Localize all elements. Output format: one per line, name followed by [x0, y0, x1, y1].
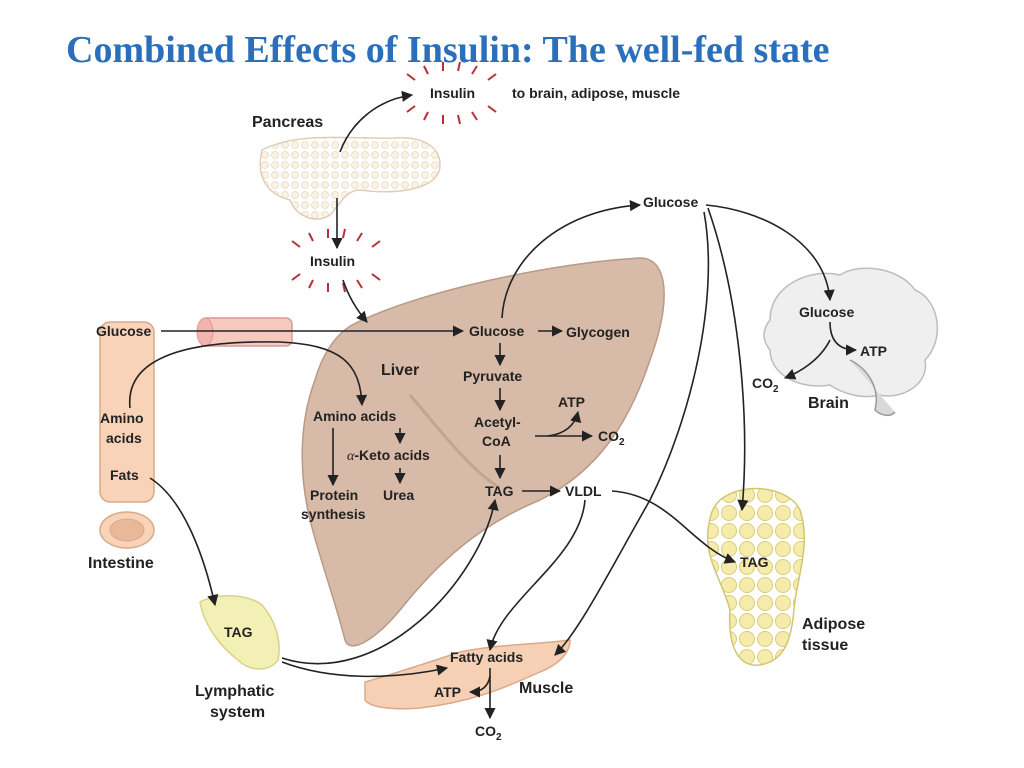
arrow-acetylcoa-to-atp [547, 410, 582, 437]
liver-crease [408, 394, 501, 490]
pancreas-shape [259, 136, 441, 220]
label-glucose-blood: Glucose [643, 194, 698, 210]
arrow-glucose-to-adipose [707, 207, 749, 512]
insulin-burst-mid [291, 228, 381, 293]
label-synthesis: synthesis [301, 506, 366, 522]
arrow-vldl-to-muscle [486, 499, 586, 652]
arrow-liver-glucose-to-blood [501, 200, 642, 319]
adipose-shape [706, 487, 806, 666]
label-protein: Protein [310, 487, 358, 503]
label-tag-lymph: TAG [224, 624, 253, 640]
arrow-amino-acids-to-liver [128, 341, 368, 409]
label-co2-brain: CO2 [752, 375, 779, 395]
label-lymphatic: Lymphatic [195, 683, 275, 700]
label-amino-acids-liver: Amino acids [313, 408, 396, 424]
label-pancreas: Pancreas [252, 114, 323, 131]
label-atp-liver: ATP [558, 394, 585, 410]
pathway-arrows [128, 90, 858, 720]
brain-shape [763, 267, 939, 398]
label-tag-adipose: TAG [740, 554, 769, 570]
label-intestine: Intestine [88, 555, 154, 572]
label-acetyl: Acetyl- [474, 414, 521, 430]
label-insulin-top: Insulin [430, 85, 475, 101]
label-amino-intestine: Amino [100, 410, 144, 426]
arrow-brain-glucose-to-atp [829, 321, 858, 356]
label-coa: CoA [482, 433, 511, 449]
insulin-burst-top [406, 61, 497, 125]
label-pyruvate: Pyruvate [463, 368, 522, 384]
label-muscle: Muscle [519, 680, 573, 697]
label-system: system [210, 704, 265, 721]
label-to-targets: to brain, adipose, muscle [512, 85, 680, 101]
label-insulin-mid: Insulin [310, 253, 355, 269]
label-keto-acids: α-Keto acids [347, 447, 430, 464]
page-title: Combined Effects of Insulin: The well-fe… [66, 29, 830, 71]
muscle-shape [364, 639, 571, 710]
arrow-insulin-to-liver [342, 279, 368, 323]
label-glycogen: Glycogen [566, 324, 630, 340]
label-atp-brain: ATP [860, 343, 887, 359]
label-co2-liver: CO2 [598, 428, 625, 448]
label-tissue: tissue [802, 637, 848, 654]
label-atp-muscle: ATP [434, 684, 461, 700]
label-tag-liver: TAG [485, 483, 514, 499]
liver-shape [301, 257, 665, 647]
brain-stem [849, 359, 896, 417]
label-glucose-intestine: Glucose [96, 323, 151, 339]
arrow-vldl-to-adipose [611, 490, 737, 564]
intestine-branch-end [196, 317, 214, 347]
label-brain: Brain [808, 395, 849, 412]
intestine-shape [99, 321, 155, 503]
arrow-pancreas-to-insulin-top [339, 90, 414, 153]
label-glucose-brain: Glucose [799, 304, 854, 320]
label-acids-intestine: acids [106, 430, 142, 446]
arrow-glucose-to-brain [705, 204, 835, 302]
arrow-fatty-acids-to-atp [468, 675, 491, 698]
label-fats: Fats [110, 467, 139, 483]
arrow-lymph-to-muscle [281, 661, 449, 678]
label-adipose: Adipose [802, 616, 865, 633]
label-vldl: VLDL [565, 483, 602, 499]
label-co2-muscle: CO2 [475, 723, 502, 743]
lymph-shape [199, 595, 280, 670]
intestine-lumen [109, 518, 145, 542]
label-urea: Urea [383, 487, 414, 503]
arrow-lymph-to-liver-tag [281, 498, 499, 665]
label-glucose-liver: Glucose [469, 323, 524, 339]
arrow-brain-glucose-to-co2 [783, 339, 831, 380]
arrow-fats-to-lymph [149, 477, 219, 607]
arrow-glucose-to-muscle [554, 211, 710, 656]
label-fatty-acids: Fatty acids [450, 649, 523, 665]
label-liver: Liver [381, 362, 419, 379]
